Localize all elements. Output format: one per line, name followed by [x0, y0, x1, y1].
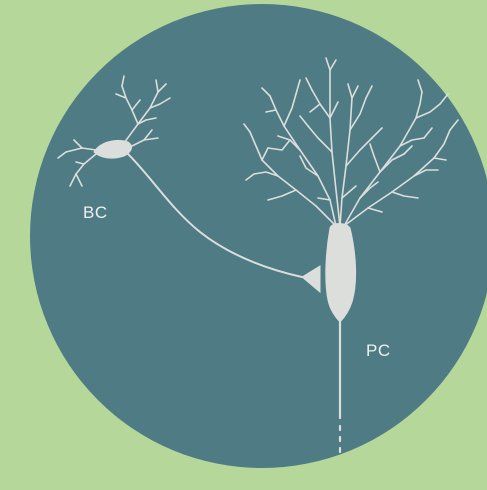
label-basket-cell: BC — [83, 203, 108, 222]
background-circle — [30, 4, 487, 468]
label-purkinje-cell: PC — [366, 341, 391, 360]
